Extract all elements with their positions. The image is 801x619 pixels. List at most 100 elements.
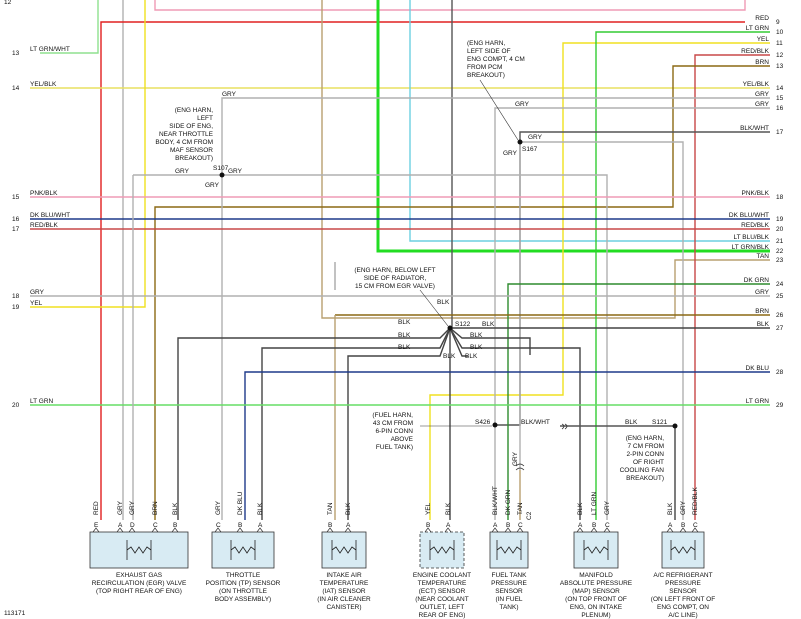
wire-dkgrn-24 bbox=[507, 283, 770, 520]
pin-wire-color: BLK bbox=[345, 502, 352, 515]
component-label: SENSOR bbox=[495, 588, 523, 595]
wire-ltgrnblk-22 bbox=[376, 0, 770, 253]
pin-wire-color: GRY bbox=[117, 500, 124, 515]
right-wire-num: 17 bbox=[776, 129, 784, 136]
svg-text:43 CM FROM: 43 CM FROM bbox=[373, 420, 413, 427]
component-label: FUEL TANK bbox=[492, 572, 528, 579]
right-wire-label: LT GRN/BLK bbox=[732, 244, 770, 251]
right-wire-label: BLK/WHT bbox=[740, 125, 769, 132]
splice-s121-label: BLK S121 (ENG HARN, 7 CM FROM 2-PIN CONN… bbox=[620, 419, 668, 482]
component-label: PRESSURE bbox=[491, 580, 527, 587]
svg-text:2-PIN CONN: 2-PIN CONN bbox=[626, 451, 664, 458]
svg-text:ENG COMPT, 4 CM: ENG COMPT, 4 CM bbox=[467, 56, 525, 63]
diagram-id: 113171 bbox=[4, 610, 26, 617]
splice-s121-dot bbox=[672, 423, 678, 429]
component-label: (IN AIR CLEANER bbox=[317, 596, 371, 603]
component-label: PLENUM) bbox=[581, 612, 610, 619]
right-wire-label: DK GRN bbox=[744, 277, 770, 284]
right-wire-num: 26 bbox=[776, 312, 784, 319]
right-wire-label: GRY bbox=[755, 289, 770, 296]
svg-text:COOLING FAN: COOLING FAN bbox=[620, 467, 665, 474]
left-wire-label: GRY bbox=[30, 289, 45, 296]
wire-yel-19 bbox=[30, 0, 146, 308]
pin-label: B bbox=[173, 522, 177, 529]
pin-wire-color: RED/BLK bbox=[692, 487, 699, 515]
pin-label: E bbox=[94, 522, 99, 529]
wire-yel-11 bbox=[429, 42, 770, 520]
pin-wire-color: GRY bbox=[129, 500, 136, 515]
wire-tan-23 bbox=[321, 0, 770, 319]
pin-wire-color: BLK bbox=[257, 502, 264, 515]
pin-label: B bbox=[328, 522, 332, 529]
right-wire-num: 12 bbox=[776, 52, 784, 59]
svg-text:GRY: GRY bbox=[222, 91, 237, 98]
left-wire-num: 18 bbox=[12, 293, 20, 300]
pin-wire-color: LT GRN bbox=[591, 491, 598, 515]
svg-text:BLK: BLK bbox=[437, 299, 450, 306]
svg-text:C2: C2 bbox=[526, 511, 533, 520]
right-wire-label: RED/BLK bbox=[741, 48, 769, 55]
left-wire-num: 19 bbox=[12, 304, 20, 311]
svg-text:BLK: BLK bbox=[443, 353, 456, 360]
svg-text:GRY: GRY bbox=[228, 168, 243, 175]
right-wire-label: BLK bbox=[757, 321, 770, 328]
right-wire-label: GRY bbox=[755, 101, 770, 108]
pin-label: A bbox=[446, 522, 451, 529]
wire-redblk-12 bbox=[694, 54, 770, 520]
component-label: (IN FUEL bbox=[495, 596, 522, 603]
svg-text:FROM PCM: FROM PCM bbox=[467, 64, 502, 71]
component-label: BODY ASSEMBLY) bbox=[215, 596, 271, 603]
svg-text:(ENG HARN,: (ENG HARN, bbox=[626, 435, 664, 442]
wire-gry-s167-ac bbox=[520, 141, 684, 520]
connector-c2: C2 GRY bbox=[512, 423, 568, 520]
component-label: (ON TOP FRONT OF bbox=[565, 596, 627, 603]
right-wire-num: 22 bbox=[776, 248, 784, 255]
component-label: ENG, ON INTAKE bbox=[570, 604, 623, 611]
splice-s122-label: (ENG HARN, BELOW LEFT SIDE OF RADIATOR, … bbox=[354, 267, 495, 360]
pin-label: A bbox=[668, 522, 673, 529]
splice-s167-label: (ENG HARN, LEFT SIDE OF ENG COMPT, 4 CM … bbox=[467, 40, 543, 157]
component-label: SENSOR bbox=[669, 588, 697, 595]
right-wire-label: YEL bbox=[757, 36, 770, 43]
svg-text:S121: S121 bbox=[652, 419, 668, 426]
svg-text:15 CM FROM EGR VALVE): 15 CM FROM EGR VALVE) bbox=[355, 283, 435, 290]
svg-text:BREAKOUT): BREAKOUT) bbox=[175, 155, 213, 162]
component-label: (IAT) SENSOR bbox=[322, 588, 366, 595]
svg-text:BLK: BLK bbox=[398, 319, 411, 326]
wire-blk-map bbox=[449, 327, 581, 520]
component-label: RECIRCULATION (EGR) VALVE bbox=[92, 580, 187, 587]
svg-text:S107: S107 bbox=[213, 165, 229, 172]
pin-label: B bbox=[592, 522, 596, 529]
component-label: ENGINE COOLANT bbox=[413, 572, 471, 579]
component-label: (TOP RIGHT REAR OF ENG) bbox=[96, 588, 182, 595]
right-wire-num: 29 bbox=[776, 402, 784, 409]
right-wire-num: 21 bbox=[776, 238, 784, 245]
right-wire-label: GRY bbox=[755, 91, 770, 98]
component-label: PRESSURE bbox=[665, 580, 701, 587]
svg-text:LEFT SIDE OF: LEFT SIDE OF bbox=[467, 48, 511, 55]
wire-red-9 bbox=[100, 21, 745, 520]
component-body bbox=[419, 531, 465, 569]
wire-gry-16 bbox=[494, 107, 770, 520]
left-wire-num: 14 bbox=[12, 85, 20, 92]
svg-text:S167: S167 bbox=[522, 146, 538, 153]
pin-label: C bbox=[693, 522, 698, 529]
splice-s107-label: (ENG HARN, LEFT SIDE OF ENG, NEAR THROTT… bbox=[155, 91, 242, 189]
svg-text:GRY: GRY bbox=[175, 168, 190, 175]
component-label: TEMPERATURE bbox=[320, 580, 369, 587]
pin-wire-color: BLK bbox=[577, 502, 584, 515]
pin-wire-color: GRY bbox=[680, 500, 687, 515]
pin-label: B bbox=[506, 522, 510, 529]
component-label: A/C REFRIGERANT bbox=[653, 572, 712, 579]
pin-label: A bbox=[118, 522, 123, 529]
right-wire-num: 15 bbox=[776, 95, 784, 102]
component-label: (ECT) SENSOR bbox=[419, 588, 466, 595]
right-wire-label: LT BLU/BLK bbox=[733, 234, 769, 241]
